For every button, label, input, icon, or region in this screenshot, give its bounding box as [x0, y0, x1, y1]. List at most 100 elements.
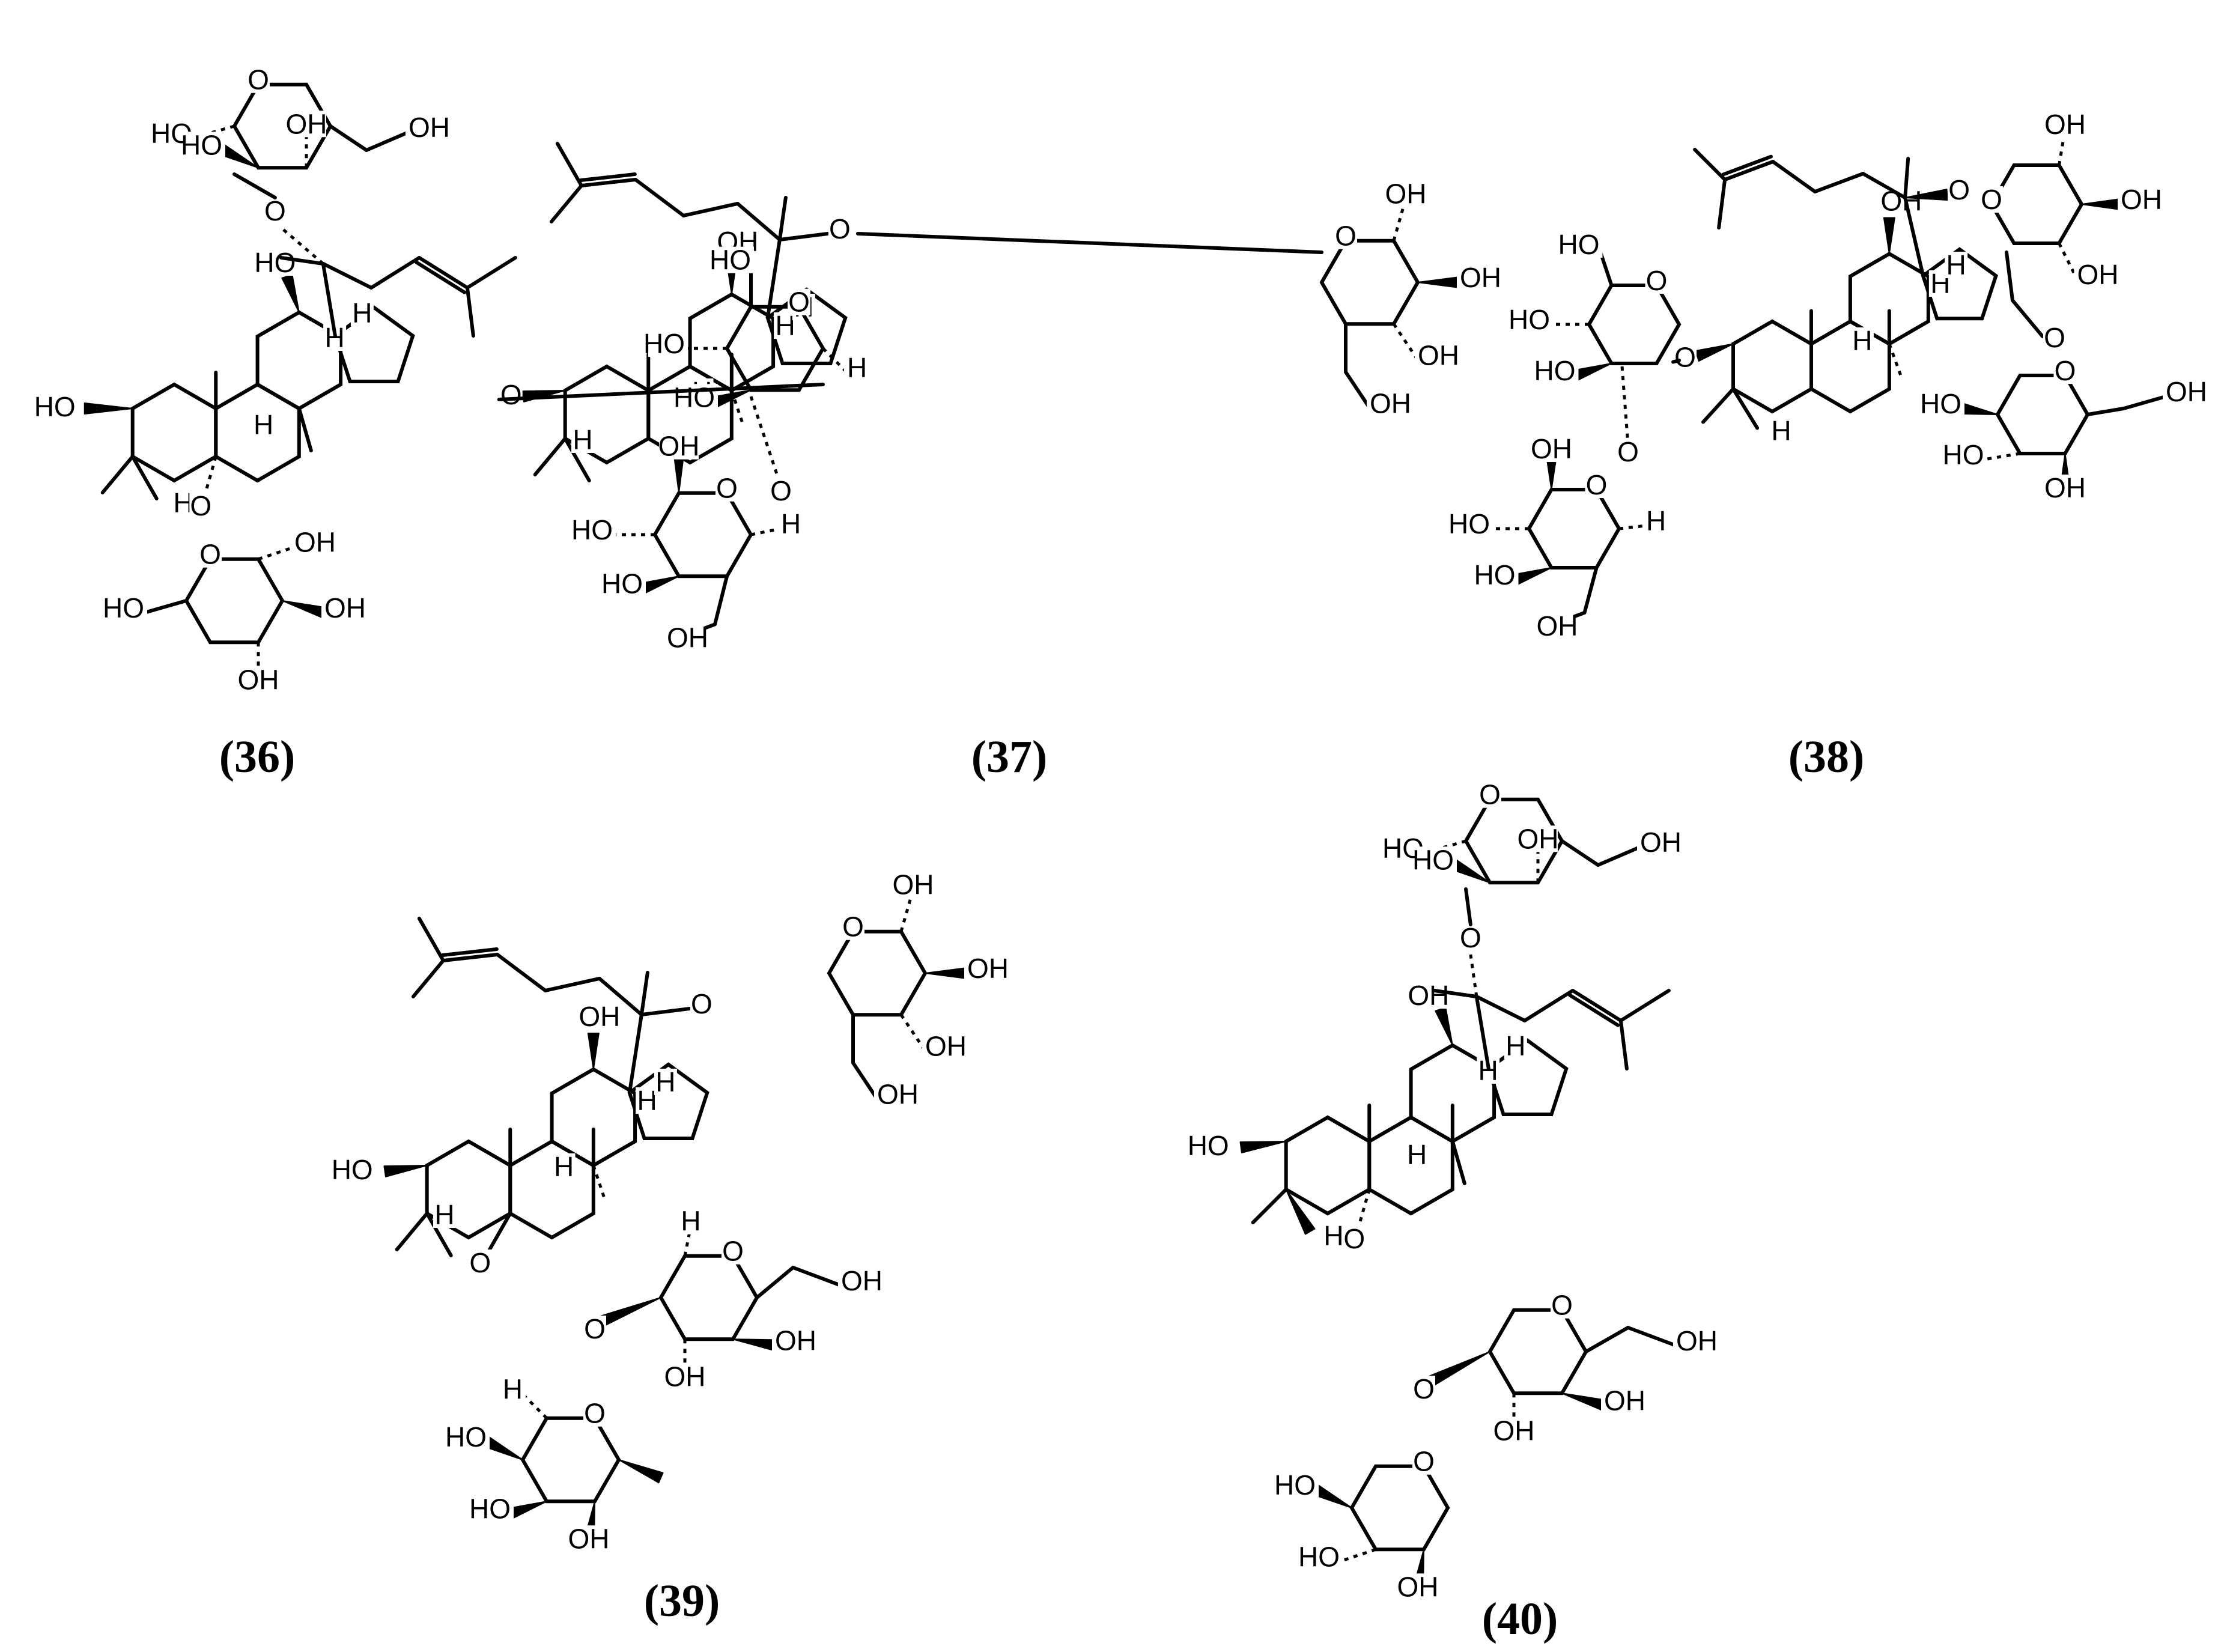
hydroxyl-group-12: OH: [1408, 980, 1449, 1011]
atom-label-bg: [1601, 1387, 1641, 1414]
glycosidic-oxygen: O: [584, 1313, 606, 1344]
hydroxyl-group-12: OH: [1880, 186, 1922, 217]
bond: [1344, 370, 1372, 410]
bond: [1596, 845, 1642, 867]
atom-label-bg: [108, 595, 147, 621]
glycosidic-oxygen: O: [1460, 922, 1481, 953]
bond: [441, 952, 499, 962]
atom-label-bg: [1539, 357, 1579, 384]
hydroxyl-group: HO: [445, 1421, 487, 1453]
hashed-bond: [750, 527, 782, 536]
bond: [279, 255, 325, 266]
atom-label-bg: [1279, 1472, 1319, 1498]
hydroxyl-group: OH: [1531, 433, 1572, 464]
bond: [579, 172, 637, 183]
glycosidic-oxygen: O: [1674, 342, 1696, 373]
atom-label-bg: [569, 1525, 609, 1552]
atom-label-bg: [350, 299, 374, 326]
ring-oxygen: O: [1586, 469, 1608, 500]
atom-label-bg: [665, 1363, 705, 1390]
hashed-bond: [258, 545, 295, 561]
bond: [1450, 1140, 1466, 1185]
hydroxyl-group-3: HO: [34, 391, 76, 422]
glycosidic-oxygen: O: [1413, 1373, 1435, 1405]
bond: [1474, 994, 1527, 1022]
hydroxyl-group: HO: [1920, 388, 1961, 419]
atom-label-bg: [772, 1327, 812, 1354]
hydrogen-label: H: [554, 1151, 574, 1182]
bond: [1903, 157, 1910, 200]
atom-label-bg: [583, 1316, 606, 1342]
bond: [465, 285, 475, 338]
ring-oxygen: O: [842, 911, 864, 943]
atom-label-bg: [1386, 180, 1426, 207]
compound-37: OHHOHHHOOOHOHOHOHOHOHOHOHOOOHHOHOOHH: [497, 141, 1501, 653]
atom-label-bg: [659, 433, 699, 460]
ring-d: [1486, 1038, 1569, 1116]
wedge-bond: [84, 402, 133, 415]
bond: [851, 1061, 879, 1101]
hydroxyl-group: OH: [568, 1523, 610, 1554]
atom-label-bg: [1478, 561, 1519, 588]
atom-label-bg: [2053, 357, 2077, 384]
atom-label-bg: [2118, 186, 2157, 213]
hydroxyl-group: OH: [667, 622, 708, 653]
wedge-bond: [732, 1338, 777, 1352]
atom-label-bg: [648, 330, 688, 357]
bond: [369, 255, 421, 290]
bond: [681, 201, 740, 217]
hashed-bond: [1620, 366, 1630, 445]
bond: [1560, 839, 1600, 867]
bond: [415, 260, 467, 294]
bond: [2122, 395, 2168, 410]
hydrogen-label: H: [1407, 1139, 1427, 1170]
atom-label-bg: [1674, 344, 1697, 371]
atom-label-bg: [1673, 1328, 1713, 1354]
hydroxyl-group: OH: [925, 1030, 967, 1061]
bond: [465, 255, 517, 290]
bond: [395, 1212, 429, 1251]
bond: [1522, 988, 1575, 1022]
bond: [1618, 1018, 1629, 1070]
wedge-bond: [1513, 566, 1552, 586]
bond: [1721, 154, 1773, 177]
atom-label-bg: [287, 111, 326, 138]
hydrogen-label: H: [1323, 1220, 1343, 1251]
bond: [1723, 160, 1775, 182]
ring-oxygen: O: [1479, 779, 1501, 810]
bond: [2011, 299, 2044, 338]
atom-label-bg: [1453, 511, 1493, 537]
hydroxyl-group: HO: [1558, 229, 1600, 260]
atom-label-bg: [1637, 829, 1677, 855]
glycosidic-oxygen: O: [829, 213, 851, 244]
atom-label-bg: [263, 197, 287, 224]
hydroxyl-group: HO: [1298, 1541, 1340, 1572]
compound-label-38: (38): [1788, 732, 1865, 782]
hashed-bond: [2058, 242, 2079, 281]
glycosidic-oxygen: O: [2044, 322, 2065, 353]
hydrogen-label: H: [637, 1085, 657, 1116]
bond: [1464, 887, 1472, 926]
sugar-ring: [1487, 1308, 1588, 1395]
compound-label-37: (37): [971, 732, 1048, 782]
hydroxyl-group: OH: [409, 112, 450, 143]
bond: [555, 141, 583, 187]
ring-oxygen: O: [1981, 184, 2002, 215]
glycosidic-oxygen: O: [1617, 436, 1639, 467]
hydroxyl-group: OH: [1370, 387, 1411, 419]
bond: [627, 1012, 643, 1095]
hydroxyl-group: HO: [181, 129, 222, 160]
bond: [633, 177, 685, 217]
hydroxyl-group: OH: [1518, 823, 1559, 854]
atom-label-bg: [1303, 1543, 1343, 1570]
wedge-bond: [598, 1297, 661, 1328]
atom-label-bg: [1617, 439, 1639, 465]
sugar-ring: [1587, 284, 1682, 365]
atom-label-bg: [1948, 177, 1971, 204]
hydrogen-label: H: [1771, 415, 1791, 446]
bond: [579, 177, 637, 187]
